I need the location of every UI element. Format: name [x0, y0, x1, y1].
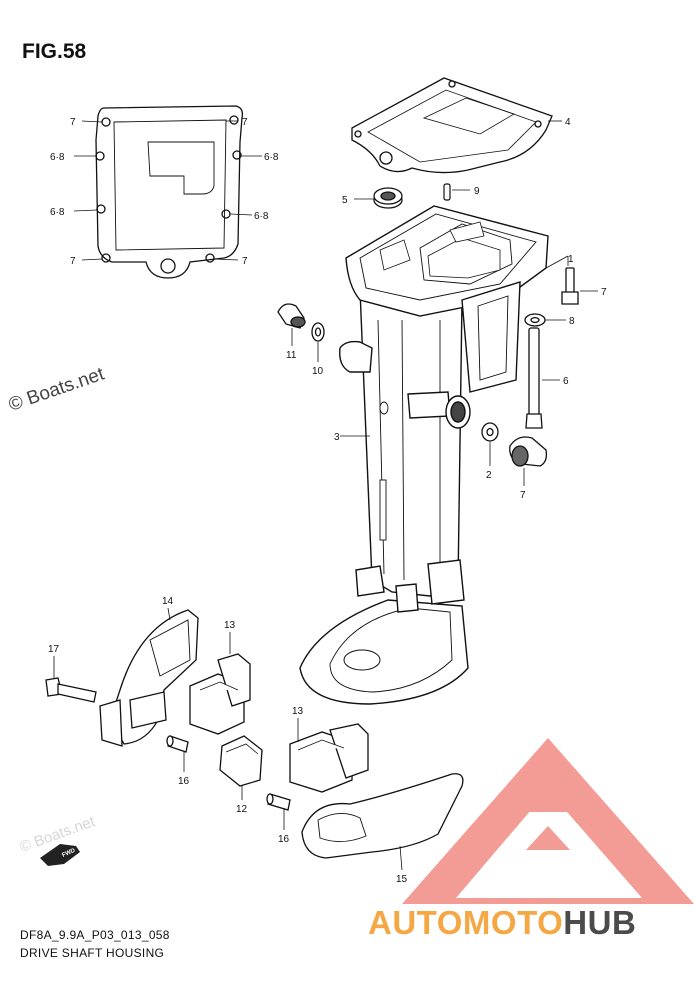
- forward-arrow-icon: FWD: [40, 844, 80, 866]
- automotohub-logo-text: AUTOMOTOHUB: [368, 904, 636, 942]
- pin-part-16-right: [266, 793, 291, 811]
- callout-13: 13: [292, 706, 304, 717]
- gasket-top-view: [95, 105, 244, 279]
- plug-part-11: [277, 303, 306, 329]
- bolt-part-6: [525, 327, 543, 429]
- callout-labels: 7 7 6·8 6·8 6·8 6·8 7 7 4 5 9 1 7 8 6 11…: [48, 117, 607, 885]
- brand-part-hub: HUB: [563, 904, 637, 941]
- leader-lines: [53, 120, 598, 871]
- damper-part-13-lower: [289, 723, 369, 793]
- callout-7: 7: [242, 256, 248, 267]
- diagram-caption: DRIVE SHAFT HOUSING: [20, 946, 165, 960]
- callout-6-8: 6·8: [254, 211, 269, 222]
- callout-12: 12: [236, 804, 248, 815]
- drive-shaft-housing-part-3: [299, 205, 549, 705]
- fwd-label: FWD: [61, 848, 77, 859]
- callout-1-top: 1: [568, 254, 574, 265]
- plug-part-1: [509, 436, 548, 467]
- brand-part-moto: MOTO: [462, 904, 564, 941]
- callout-5: 5: [342, 195, 348, 206]
- callout-15: 15: [396, 874, 408, 885]
- callout-6-8: 6·8: [50, 207, 65, 218]
- callout-7: 7: [70, 256, 76, 267]
- callout-13: 13: [224, 620, 236, 631]
- automotohub-triangle-logo: [402, 738, 694, 904]
- brand-part-auto: AUTO: [368, 904, 463, 941]
- pin-part-16-left: [166, 735, 189, 753]
- washer-part-8: [524, 313, 546, 327]
- callout-11: 11: [286, 350, 297, 361]
- callout-7: 7: [601, 287, 607, 298]
- damper-part-13-upper: [189, 653, 251, 735]
- callout-6-8: 6·8: [50, 152, 65, 163]
- washer-part-10: [311, 322, 325, 342]
- callout-6: 6: [563, 376, 569, 387]
- callout-10: 10: [312, 366, 324, 377]
- callout-7: 7: [70, 117, 76, 128]
- callout-4: 4: [565, 117, 571, 128]
- washer-part-2: [481, 422, 499, 442]
- callout-17: 17: [48, 644, 60, 655]
- callout-8: 8: [569, 316, 575, 327]
- callout-7: 7: [242, 117, 248, 128]
- oil-seal-part-5: [373, 187, 403, 209]
- bolt-part-17: [45, 677, 97, 703]
- callout-1: 7: [520, 490, 526, 501]
- figure-title: FIG.58: [22, 40, 87, 63]
- callout-14: 14: [162, 596, 174, 607]
- callout-16: 16: [178, 776, 190, 787]
- callout-3: 3: [334, 432, 340, 443]
- callout-6-8: 6·8: [264, 152, 279, 163]
- clamp-bracket-part-14: [99, 609, 199, 747]
- gasket-part-4: [351, 77, 553, 174]
- callout-16: 16: [278, 834, 290, 845]
- lower-bracket-part-15: [301, 773, 464, 859]
- dowel-pin-part-9: [443, 183, 451, 201]
- callout-9: 9: [474, 186, 480, 197]
- drawing-code: DF8A_9.9A_P03_013_058: [20, 928, 170, 942]
- rubber-mount-part-12: [219, 735, 263, 787]
- callout-2: 2: [486, 470, 492, 481]
- bolt-part-7: [561, 267, 579, 305]
